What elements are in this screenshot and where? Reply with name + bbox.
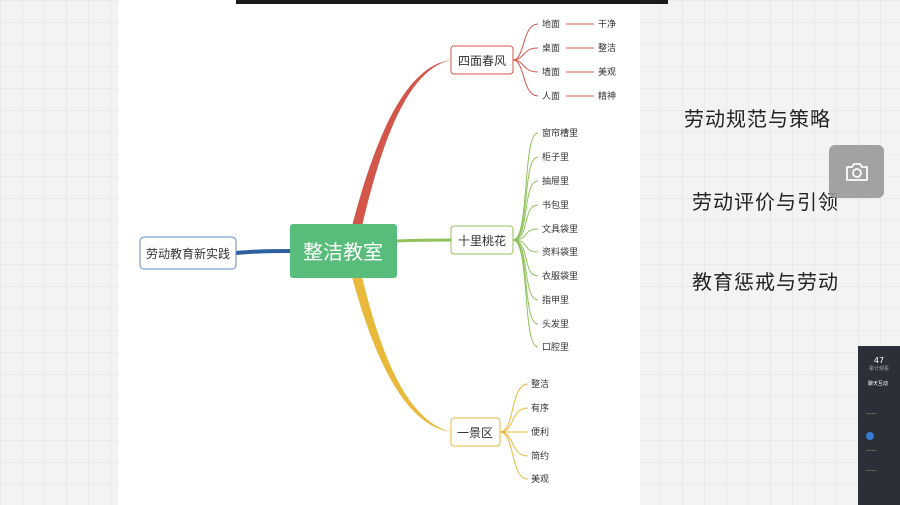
leaf-1-1-b: 干净 (598, 18, 616, 30)
leaf-1-2-b: 整洁 (598, 42, 616, 54)
chat-stat-value: 47 (873, 356, 885, 365)
branch-node-3-label: 一景区 (457, 426, 493, 440)
leaf-2-6: 资料袋里 (542, 246, 578, 258)
branch-node-3 (450, 417, 501, 447)
leaf-2-8: 指甲里 (542, 294, 569, 306)
leaf-2-3: 抽屉里 (542, 175, 569, 187)
leaf-3-1: 整洁 (531, 378, 549, 390)
leaf-3-4: 简约 (531, 450, 549, 462)
branch-connector-1 (352, 60, 451, 226)
side-topic-3: 教育惩戒与劳动 (692, 270, 839, 294)
leaf-1-1-a: 地面 (542, 18, 560, 30)
center-node-label: 整洁教室 (303, 240, 383, 264)
leaf-1-3-b: 美观 (598, 66, 616, 78)
leaf-2-1: 窗帘槽里 (542, 127, 578, 139)
branch-3-subconnectors (499, 383, 529, 480)
side-topic-1: 劳动规范与策略 (684, 107, 831, 131)
chat-message-2: —— (866, 448, 876, 454)
leaf-2-7: 衣服袋里 (542, 270, 578, 282)
branch-2-subconnectors (512, 132, 539, 348)
branch-node-1-label: 四面春风 (458, 54, 506, 68)
leaf-2-9: 头发里 (542, 318, 569, 330)
leaf-3-5: 美观 (531, 473, 549, 485)
branch-connector-2 (395, 238, 452, 243)
leaf-2-4: 书包里 (542, 199, 569, 211)
chat-stat-label: 累计观看 (868, 366, 889, 372)
root-node-label: 劳动教育新实践 (146, 246, 230, 261)
leaf-2-2: 柜子里 (542, 151, 569, 163)
camera-button[interactable] (829, 145, 884, 198)
root-connector (235, 249, 291, 255)
branch-node-2-label: 十里桃花 (458, 233, 506, 248)
leaf-1-2-a: 桌面 (542, 42, 560, 54)
chat-message-3: —— (866, 468, 876, 474)
leaf-1-4-b: 精神 (598, 90, 616, 102)
chat-tab[interactable]: 聊天互动 (868, 381, 889, 387)
slide-top-bar (236, 0, 668, 4)
leaf-3-2: 有序 (531, 402, 549, 414)
branch-1-subconnectors (512, 23, 594, 97)
side-topic-2: 劳动评价与引领 (692, 190, 839, 214)
chat-avatar (866, 432, 874, 440)
center-node (290, 224, 397, 278)
leaf-2-5: 文具袋里 (542, 223, 578, 235)
camera-icon (845, 162, 868, 181)
branch-connector-3 (352, 277, 451, 432)
root-node (139, 236, 237, 270)
live-chat-panel: 47 累计观看 聊天互动 —— —— —— (858, 346, 900, 505)
leaf-3-3: 便利 (531, 426, 549, 438)
leaf-2-10: 口腔里 (542, 341, 569, 353)
leaf-1-3-a: 墙面 (542, 66, 560, 78)
chat-message-1: —— (866, 411, 876, 417)
leaf-1-4-a: 人面 (542, 91, 560, 102)
branch-node-2 (450, 225, 514, 255)
branch-node-1 (450, 45, 514, 75)
